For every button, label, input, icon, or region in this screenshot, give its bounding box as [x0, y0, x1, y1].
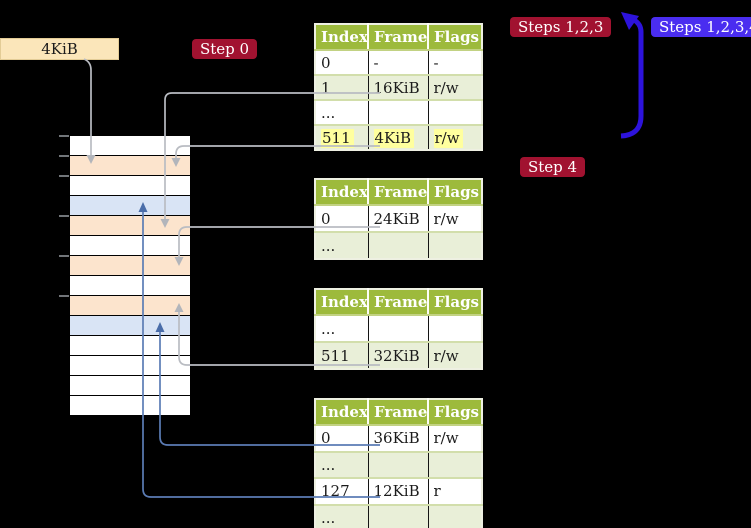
page-table-level-2: Index Frame Flags ... 511 32KiB r/w — [314, 288, 483, 370]
column-header-flags: Flags — [428, 24, 482, 51]
table-row: 0 24KiB r/w — [315, 205, 482, 233]
cell-flags: r/w — [428, 342, 482, 369]
memory-row-4 — [70, 216, 190, 236]
memory-row-6 — [70, 256, 190, 276]
table-row: 0 - - — [315, 50, 482, 76]
memory-row-9 — [70, 316, 190, 336]
table-row: ... — [315, 315, 482, 343]
cell-frame: 12KiB — [368, 478, 429, 506]
cell-flags: r/w — [428, 205, 482, 233]
memory-row-8 — [70, 296, 190, 316]
cell-index: ... — [315, 451, 369, 479]
memory-row-13 — [70, 396, 190, 416]
cell-index: ... — [315, 504, 369, 528]
cell-frame: 36KiB — [368, 425, 429, 453]
column-header-index: Index — [315, 24, 369, 51]
cell-flags — [428, 315, 482, 343]
cell-index: 0 — [315, 425, 369, 453]
memory-row-1 — [70, 156, 190, 176]
cell-index: ... — [315, 100, 369, 126]
badge-steps-1-2-3-4: Steps 1,2,3,4 — [651, 17, 751, 37]
table-header-row: Index Frame Flags — [315, 24, 482, 51]
table-row: 1 16KiB r/w — [315, 75, 482, 101]
column-header-index: Index — [315, 289, 369, 316]
memory-row-2 — [70, 176, 190, 196]
column-header-frame: Frame — [368, 179, 429, 206]
table-header-row: Index Frame Flags — [315, 179, 482, 206]
memory-row-10 — [70, 336, 190, 356]
cell-flags: r/w — [428, 125, 482, 150]
cell-flags: r/w — [428, 75, 482, 101]
column-header-frame: Frame — [368, 24, 429, 51]
table-row: 0 36KiB r/w — [315, 425, 482, 453]
cell-index: 127 — [315, 478, 369, 506]
cell-flags — [428, 504, 482, 528]
cell-index: 0 — [315, 50, 369, 76]
table-header-row: Index Frame Flags — [315, 289, 482, 316]
cell-flags: r — [428, 478, 482, 506]
cell-flags: r/w — [428, 425, 482, 453]
cell-frame — [368, 100, 429, 126]
badge-step-4: Step 4 — [520, 157, 586, 177]
cell-flags: - — [428, 50, 482, 76]
table-row: 511 32KiB r/w — [315, 342, 482, 369]
table-row: ... — [315, 100, 482, 126]
cell-index: 511 — [315, 342, 369, 369]
memory-row-12 — [70, 376, 190, 396]
cell-frame: 32KiB — [368, 342, 429, 369]
cell-index: 0 — [315, 205, 369, 233]
table-row: ... — [315, 232, 482, 259]
page-table-level-4: Index Frame Flags 0 - - 1 16KiB r/w ... … — [314, 23, 483, 151]
column-header-flags: Flags — [428, 179, 482, 206]
badge-step-0: Step 0 — [192, 39, 258, 59]
recursive-loop-arrow — [620, 12, 644, 139]
cell-index: ... — [315, 232, 369, 259]
page-table-level-3: Index Frame Flags 0 24KiB r/w ... — [314, 178, 483, 260]
cell-flags — [428, 100, 482, 126]
column-header-flags: Flags — [428, 399, 482, 426]
cell-index: 1 — [315, 75, 369, 101]
cell-frame — [368, 451, 429, 479]
memory-row-11 — [70, 356, 190, 376]
cr3-frame-box: 4KiB — [0, 38, 119, 60]
cell-index: ... — [315, 315, 369, 343]
memory-row-7 — [70, 276, 190, 296]
cr3-frame-label: 4KiB — [41, 40, 78, 58]
page-table-level-1: Index Frame Flags 0 36KiB r/w ... 127 12… — [314, 398, 483, 528]
cell-frame — [368, 504, 429, 528]
column-header-index: Index — [315, 399, 369, 426]
cell-frame — [368, 315, 429, 343]
column-header-frame: Frame — [368, 399, 429, 426]
cell-frame: 16KiB — [368, 75, 429, 101]
table-row: 127 12KiB r — [315, 478, 482, 506]
cell-flags — [428, 232, 482, 259]
physical-memory-column — [70, 136, 190, 416]
table-row: ... — [315, 451, 482, 479]
memory-row-3 — [70, 196, 190, 216]
column-header-flags: Flags — [428, 289, 482, 316]
cell-frame — [368, 232, 429, 259]
cell-index: 511 — [315, 125, 369, 150]
cell-frame: - — [368, 50, 429, 76]
cell-frame: 24KiB — [368, 205, 429, 233]
table-row: ... — [315, 504, 482, 528]
column-header-frame: Frame — [368, 289, 429, 316]
cell-frame: 4KiB — [368, 125, 429, 150]
column-header-index: Index — [315, 179, 369, 206]
cell-flags — [428, 451, 482, 479]
table-row-recursive-entry: 511 4KiB r/w — [315, 125, 482, 150]
table-header-row: Index Frame Flags — [315, 399, 482, 426]
memory-row-0 — [70, 136, 190, 156]
badge-steps-1-2-3: Steps 1,2,3 — [510, 17, 612, 37]
memory-row-5 — [70, 236, 190, 256]
memory-tick-marks — [59, 135, 69, 297]
